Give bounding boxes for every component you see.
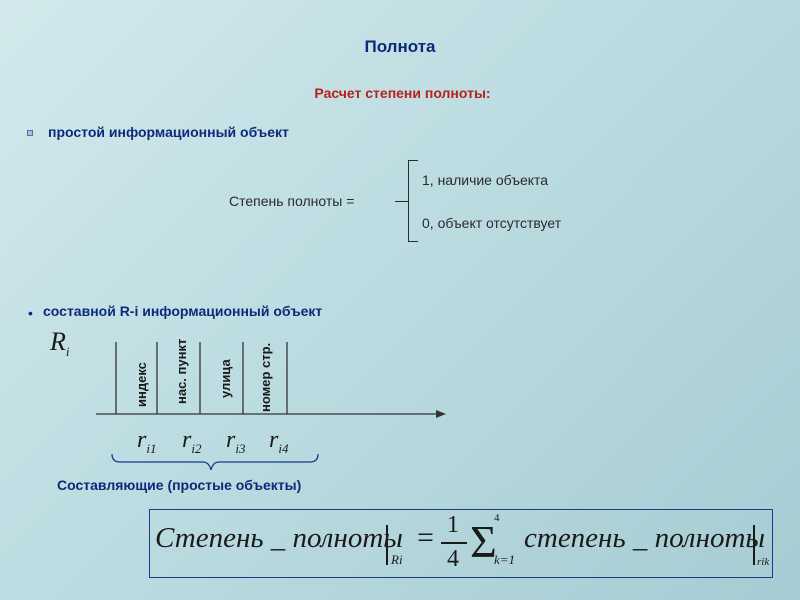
axis-arrow-icon — [436, 410, 446, 418]
bullet-dot-icon: • — [28, 305, 33, 321]
formula-equals: = — [417, 521, 434, 554]
formula-dash — [395, 201, 409, 202]
label-street: улица — [218, 359, 233, 398]
fraction-numerator: 1 — [447, 512, 459, 538]
formula-rhs: степень _ полноты — [524, 522, 766, 554]
option-absent: 0, объект отсутствует — [422, 215, 562, 231]
eval-bar-left — [386, 525, 388, 565]
eval-bar-right — [753, 525, 755, 565]
ri-symbol: Ri — [50, 327, 70, 360]
label-page-number: номер стр. — [258, 342, 273, 412]
completeness-formula-label: Степень полноты = — [229, 193, 355, 209]
label-settlement: нас. пункт — [174, 338, 189, 404]
ri-base: R — [50, 327, 66, 356]
component-ri3: ri3 — [226, 427, 246, 456]
fraction-denominator: 4 — [447, 546, 459, 572]
formula-box: Степень _ полноты Ri = 1 4 Σ 4 k=1 степе… — [149, 509, 773, 578]
component-ri2: ri2 — [182, 427, 202, 456]
component-ri1: ri1 — [137, 427, 157, 456]
bullet-square-icon — [27, 130, 33, 136]
bullet-composite-object: составной R-i информационный объект — [43, 303, 323, 319]
option-present: 1, наличие объекта — [422, 172, 549, 188]
sigma-icon: Σ — [470, 516, 497, 567]
structure-diagram — [96, 342, 446, 470]
sum-lower: k=1 — [494, 552, 516, 567]
ri-sub: i — [65, 344, 70, 360]
formula-lhs: Степень _ полноты — [155, 522, 403, 554]
components-caption: Составляющие (простые объекты) — [57, 477, 302, 493]
component-ri4: ri4 — [269, 427, 289, 456]
fraction-bar — [441, 542, 467, 544]
left-bracket-icon — [408, 160, 418, 242]
subtitle: Расчет степени полноты: — [314, 85, 491, 101]
page-title: Полнота — [364, 37, 436, 56]
components-brace-icon — [111, 453, 319, 470]
label-index: индекс — [134, 362, 149, 407]
formula-lhs-sub: Ri — [391, 552, 403, 567]
formula-rhs-sub: rik — [757, 556, 770, 568]
sum-upper: 4 — [494, 512, 500, 524]
bullet-simple-object: простой информационный объект — [48, 124, 289, 140]
